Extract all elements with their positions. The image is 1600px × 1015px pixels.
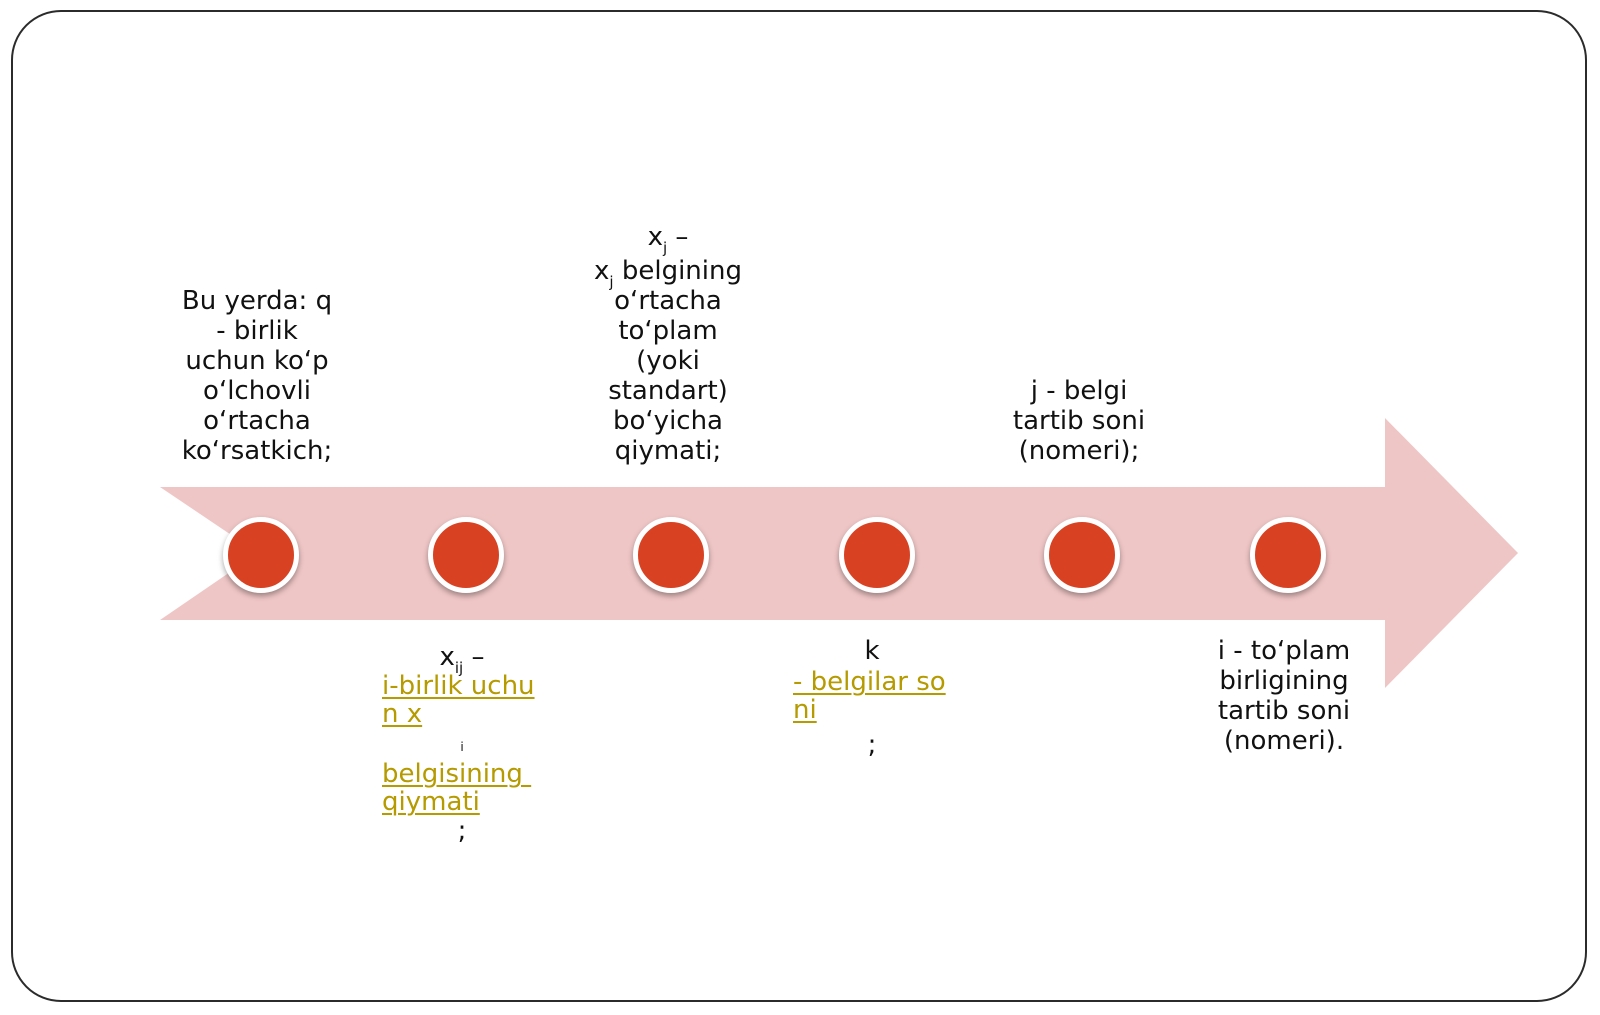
label-3-line: to‘plam (618, 316, 718, 346)
label-5-line: tartib soni (1012, 406, 1146, 436)
timeline-dot-4 (839, 517, 915, 593)
label-2-var-sub: ij (454, 659, 464, 677)
label-3-heading: xj – (568, 222, 768, 256)
label-2-var: x (439, 642, 455, 672)
timeline-dot-6 (1250, 517, 1326, 593)
label-4-semicolon: ; (867, 730, 877, 760)
label-6-line: i - to‘plam (1217, 636, 1351, 666)
label-1-line: o‘lchovli (203, 376, 311, 406)
label-1-line: o‘rtacha (203, 406, 311, 436)
label-2: xij – i-birlik uchu n x i belgisining qi… (362, 642, 562, 846)
label-3-var: x (647, 222, 663, 252)
timeline-dot-1 (223, 517, 299, 593)
label-4-k: k (864, 636, 880, 666)
label-1-line: Bu yerda: q (181, 286, 333, 316)
label-3-line: (yoki (636, 346, 700, 376)
label-4-link[interactable]: ni (793, 695, 817, 725)
timeline-dot-2 (428, 517, 504, 593)
label-3-line: qiymati; (614, 436, 722, 466)
label-1-line: ko‘rsatkich; (181, 436, 333, 466)
timeline-dot-3 (633, 517, 709, 593)
timeline-dot-5 (1044, 517, 1120, 593)
label-6-line: birligining (1219, 666, 1349, 696)
label-5-line: (nomeri); (1018, 436, 1140, 466)
label-5-line: j - belgi (1030, 376, 1128, 406)
label-4-link[interactable]: - belgilar so (793, 667, 946, 697)
label-3-line: o‘rtacha (614, 286, 722, 316)
label-3-line: xj belgining (568, 256, 768, 290)
label-2-heading: xij – (362, 642, 562, 676)
label-3-line: bo‘yicha (613, 406, 723, 436)
label-1: Bu yerda: q - birlik uchun ko‘p o‘lchovl… (157, 286, 357, 466)
label-3-line: standart) (608, 376, 728, 406)
label-3-var: x (594, 256, 610, 286)
label-3-dash: – (675, 222, 689, 252)
label-3-var-sub: j (662, 239, 668, 257)
label-2-link[interactable]: i-birlik uchu (382, 671, 535, 701)
label-6: i - to‘plam birligining tartib soni (nom… (1184, 636, 1384, 756)
label-3-text: belgining (613, 256, 742, 286)
label-6-line: (nomeri). (1223, 726, 1345, 756)
label-2-link[interactable]: belgisining (382, 759, 532, 789)
label-2-link[interactable]: qiymati (382, 787, 480, 817)
label-4: k - belgilar so ni ; (772, 636, 972, 760)
label-1-line: uchun ko‘p (185, 346, 329, 376)
label-2-semicolon: ; (457, 816, 467, 846)
label-2-dash: – (471, 642, 485, 672)
label-3: xj – xj belgining o‘rtacha to‘plam (yoki… (568, 222, 768, 466)
label-5: j - belgi tartib soni (nomeri); (979, 376, 1179, 466)
label-2-tiny-sub: i (460, 740, 464, 754)
label-1-line: - birlik (216, 316, 298, 346)
label-6-line: tartib soni (1217, 696, 1351, 726)
label-3-var-sub: j (609, 273, 614, 291)
label-2-link[interactable]: n x (382, 699, 423, 729)
